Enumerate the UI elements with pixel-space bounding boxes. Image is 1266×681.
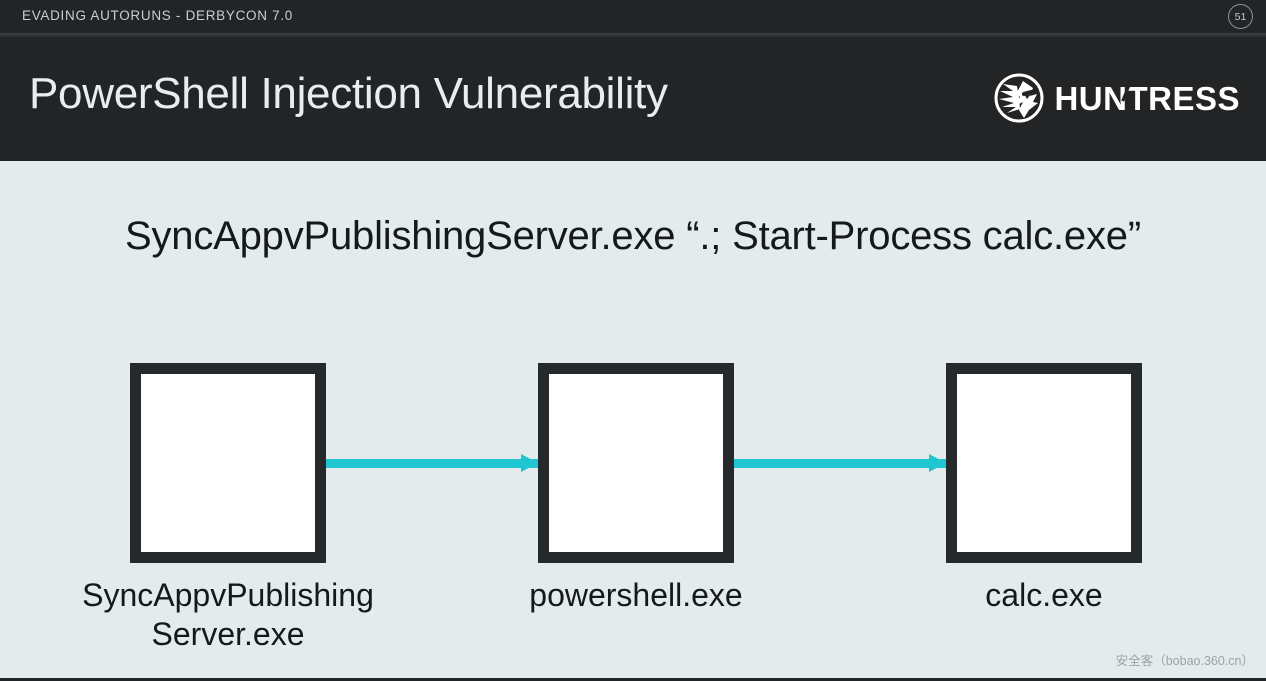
process-box-calc (946, 363, 1142, 563)
arrow-shaft (326, 459, 538, 468)
process-label-line1: calc.exe (985, 577, 1103, 613)
process-label-calc: calc.exe (844, 576, 1244, 615)
arrow-node1-to-node2 (326, 454, 538, 472)
process-label-powershell: powershell.exe (436, 576, 836, 615)
arrow-head-icon (521, 454, 538, 472)
huntress-falcon-icon (993, 72, 1045, 124)
deck-header-title: EVADING AUTORUNS - DERBYCON 7.0 (22, 8, 294, 23)
arrow-shaft (734, 459, 946, 468)
command-line: SyncAppvPublishingServer.exe “.; Start-P… (125, 214, 1141, 258)
process-box-syncappvpublishingserver (130, 363, 326, 563)
huntress-logo: HUNTRESS (993, 72, 1240, 124)
deck-header-bar: EVADING AUTORUNS - DERBYCON 7.0 51 (0, 0, 1266, 33)
watermark: 安全客（bobao.360.cn） (1115, 654, 1254, 668)
slide-title-band: PowerShell Injection Vulnerability HUNTR… (0, 37, 1266, 161)
arrow-node2-to-node3 (734, 454, 946, 472)
huntress-wordmark: HUNTRESS (1054, 79, 1240, 117)
process-label-line2: Server.exe (151, 616, 305, 653)
process-label-line1: powershell.exe (529, 577, 743, 613)
process-label-line1: SyncAppvPublishing (82, 577, 374, 613)
process-label-syncappvpublishingserver: SyncAppvPublishing Server.exe (28, 576, 428, 654)
bottom-rule (0, 678, 1266, 681)
arrow-head-icon (929, 454, 946, 472)
header-divider (0, 33, 1266, 37)
page-title: PowerShell Injection Vulnerability (29, 69, 668, 118)
slide-number-badge: 51 (1228, 4, 1253, 29)
process-box-powershell (538, 363, 734, 563)
